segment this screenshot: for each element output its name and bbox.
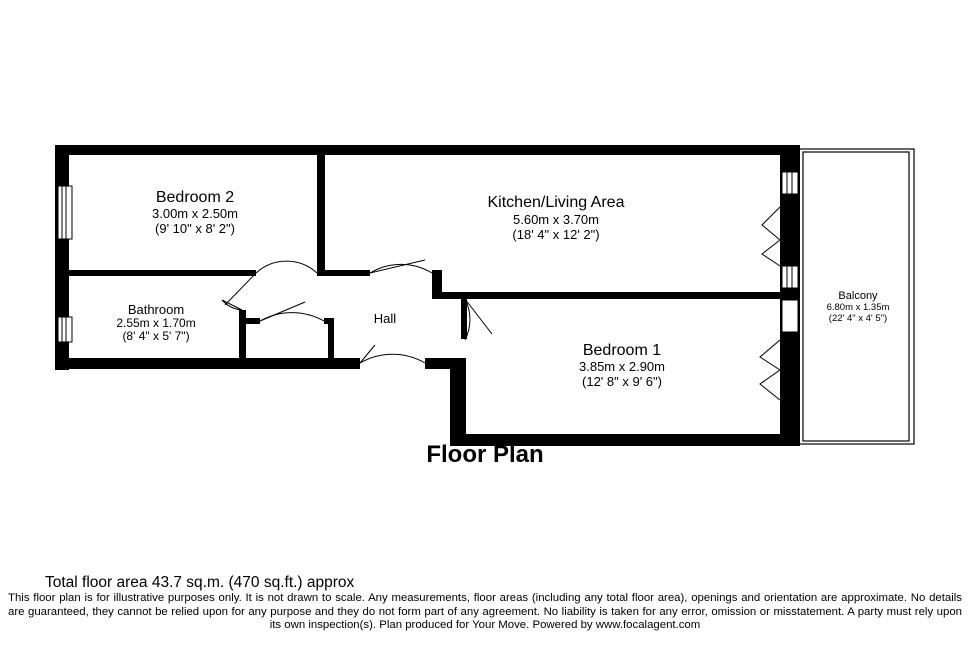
- bedroom2-name: Bedroom 2: [156, 189, 234, 206]
- window-bedroom2: [57, 185, 73, 240]
- door-bedroom2: [224, 272, 257, 306]
- door-bathroom: [221, 299, 243, 311]
- total-floor-area: Total floor area 43.7 sq.m. (470 sq.ft.)…: [45, 574, 355, 591]
- door-bedroom1-balcony: [759, 339, 781, 401]
- bathroom-metric: 2.55m x 1.70m: [116, 316, 195, 330]
- bedroom2-metric: 3.00m x 2.50m: [152, 206, 238, 221]
- floor-plan-diagram: Bedroom 2 3.00m x 2.50m (9' 10" x 8' 2")…: [55, 145, 915, 468]
- doors: [221, 206, 781, 401]
- bedroom2-imperial: (9' 10" x 8' 2"): [155, 221, 235, 236]
- hall-name: Hall: [374, 311, 397, 326]
- door-kitchen: [369, 259, 426, 274]
- walls: [55, 145, 800, 446]
- door-kitchen-balcony: [761, 206, 781, 267]
- window-kitchen-upper: [781, 171, 799, 195]
- door-bedroom1: [464, 298, 493, 335]
- window-bedroom1: [781, 299, 799, 333]
- plan-title: Floor Plan: [426, 441, 543, 468]
- balcony-name: Balcony: [838, 290, 878, 302]
- balcony-metric: 6.80m x 1.35m: [827, 302, 890, 313]
- windows: [57, 171, 799, 343]
- window-kitchen-lower: [781, 265, 799, 289]
- bathroom-imperial: (8' 4" x 5' 7"): [122, 329, 189, 343]
- bedroom1-metric: 3.85m x 2.90m: [579, 359, 665, 374]
- balcony-imperial: (22' 4" x 4' 5"): [829, 313, 887, 324]
- room-labels: Bedroom 2 3.00m x 2.50m (9' 10" x 8' 2")…: [116, 189, 889, 389]
- window-bathroom: [57, 316, 73, 343]
- bedroom1-imperial: (12' 8" x 9' 6"): [582, 374, 662, 389]
- kitchen-name: Kitchen/Living Area: [488, 194, 625, 211]
- bathroom-name: Bathroom: [128, 302, 184, 317]
- door-entrance: [359, 344, 376, 364]
- disclaimer: This floor plan is for illustrative purp…: [8, 592, 962, 631]
- kitchen-metric: 5.60m x 3.70m: [513, 212, 599, 227]
- kitchen-imperial: (18' 4" x 12' 2"): [512, 227, 599, 242]
- bedroom1-name: Bedroom 1: [583, 342, 661, 359]
